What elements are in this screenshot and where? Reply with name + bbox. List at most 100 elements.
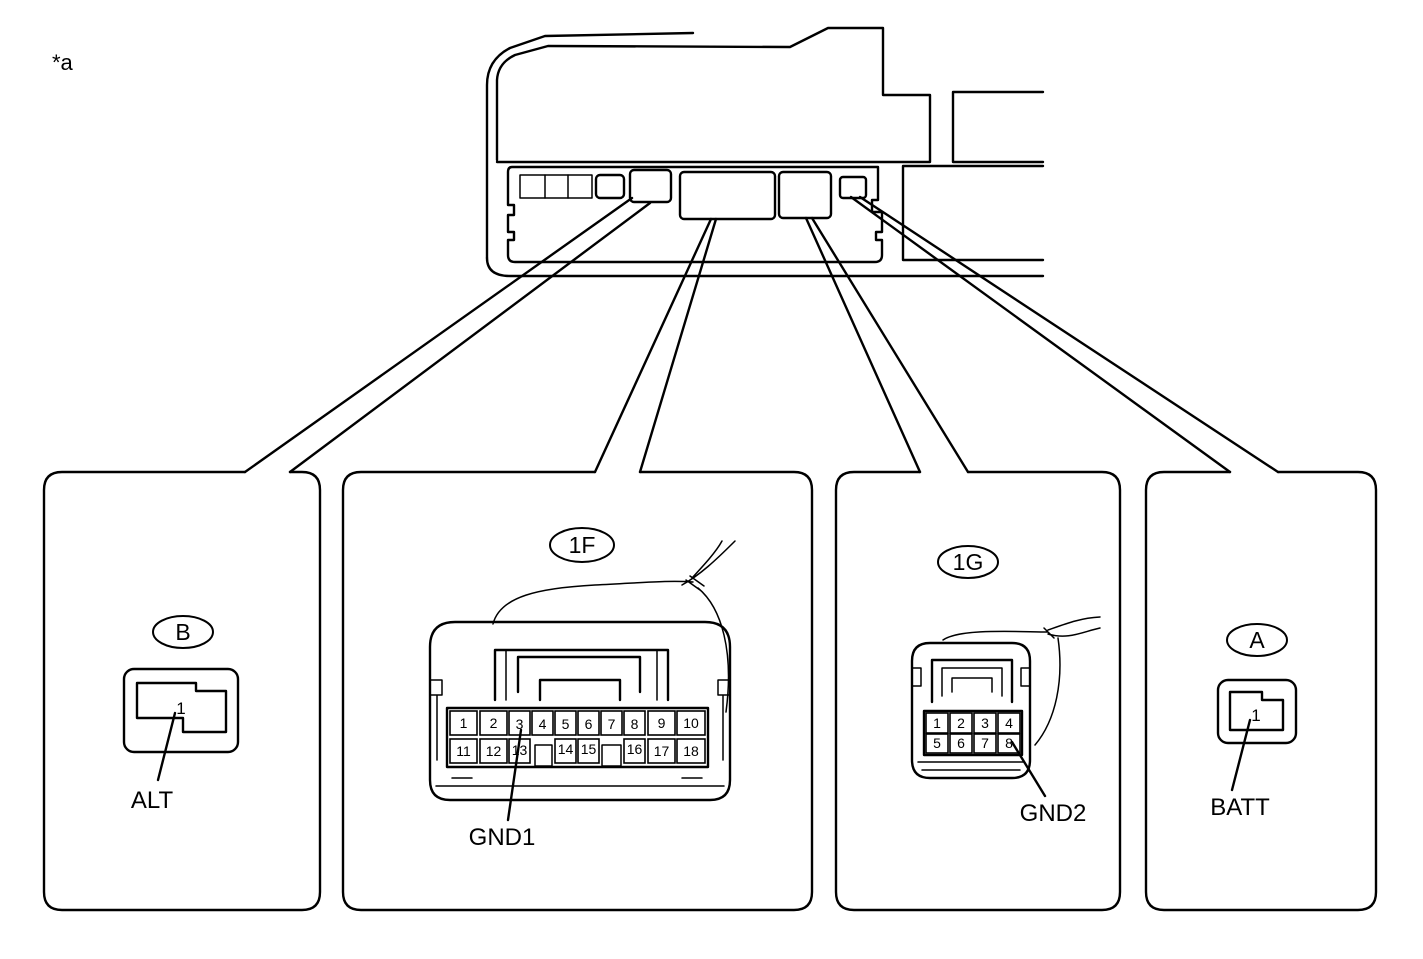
pin-number: 1 (933, 715, 941, 731)
pin-cavity (577, 710, 600, 736)
lock-latch-frame (930, 658, 1014, 704)
leader-a (849, 195, 1280, 474)
connector-code: A (1249, 627, 1265, 653)
pin-number: 3 (516, 716, 524, 732)
block-bottom-outline (485, 256, 1045, 278)
key-slot (601, 744, 622, 767)
pin-number: 12 (486, 743, 502, 759)
terminal-label: BATT (1210, 794, 1270, 821)
leader-lines (243, 195, 1280, 474)
pin-cavity (135, 681, 228, 734)
pin-cavity (623, 738, 646, 764)
block-side-panel-lower (901, 164, 1045, 262)
connector-housing (910, 641, 1032, 780)
socket-a (838, 175, 868, 200)
pin-number: 10 (683, 715, 699, 731)
pin-cavity (577, 738, 600, 764)
block-outer-outline (485, 31, 695, 260)
block-side-panel-upper (951, 90, 1045, 164)
pin-number: 14 (558, 741, 574, 757)
pin-cavity (554, 710, 577, 736)
connector-housing (428, 620, 732, 802)
lock-latch (516, 655, 642, 702)
pin-block-frame (445, 706, 710, 769)
housing-bottom-edge (917, 761, 1025, 771)
pin-cavity (949, 733, 973, 754)
pin-number: 6 (957, 735, 965, 751)
key-slot (534, 744, 553, 767)
pin-cavity (925, 712, 949, 734)
pin-cavity (973, 733, 997, 754)
connector-housing (122, 667, 240, 754)
connector-housing (1216, 678, 1298, 745)
leader-1g (804, 216, 970, 474)
pin-number: 8 (631, 716, 639, 732)
pin-number: 11 (456, 743, 471, 759)
connector-code: 1F (569, 532, 596, 558)
pin-number: 1 (176, 699, 185, 718)
terminal-label: ALT (131, 787, 174, 814)
terminal-label: GND1 (469, 824, 536, 851)
pin-number: 5 (933, 735, 941, 751)
pin-cavity (973, 712, 997, 734)
wire-harness (492, 540, 736, 713)
terminal-pointer (156, 711, 177, 782)
pin-cavity (949, 712, 973, 734)
pin-number: 6 (585, 716, 593, 732)
pin-cavity (479, 738, 508, 764)
pin-number: 2 (957, 715, 965, 731)
pin-cavity (647, 738, 676, 764)
housing-side-ribs (429, 679, 731, 761)
callout-box-1g (834, 470, 1122, 912)
pin-cavity (997, 712, 1021, 734)
callout-box-a (1144, 470, 1378, 912)
pin-number: 15 (581, 741, 597, 757)
pin-number: 4 (1005, 715, 1013, 731)
pin-number: 9 (658, 715, 666, 731)
pin-number: 3 (981, 715, 989, 731)
lock-latch-guides (505, 649, 658, 701)
connector-code-oval (937, 545, 999, 579)
socket-1g (777, 170, 833, 220)
pin-cavity (1228, 690, 1285, 732)
pin-cavity (925, 733, 949, 754)
pin-cavity (623, 710, 646, 736)
pin-number: 1 (460, 715, 468, 731)
block-inner-outline (495, 26, 932, 164)
figure-label: *a (52, 50, 74, 75)
pin-number: 18 (683, 743, 699, 759)
pin-cavity (647, 710, 676, 736)
pin-cavity (676, 710, 706, 736)
leader-b (243, 196, 652, 474)
wire-harness (942, 616, 1101, 746)
bay-cell-dividers (544, 174, 569, 199)
pin-cavity (531, 710, 554, 736)
bay-cell-group (519, 174, 593, 199)
terminal-pointer (1010, 740, 1047, 798)
pin-block-frame (922, 709, 1024, 757)
callout-box-1f (341, 470, 814, 912)
terminal-pointer (1230, 718, 1252, 792)
bay-small-socket (594, 173, 626, 200)
pin-number: 1 (1251, 706, 1260, 725)
pin-cavity (449, 738, 478, 764)
connector-code-oval (549, 527, 615, 563)
connector-b: B 1 ALT (122, 615, 240, 814)
pin-number: 17 (654, 743, 670, 759)
terminal-label: GND2 (1020, 800, 1087, 827)
connector-code: 1G (953, 549, 984, 575)
pin-number: 7 (981, 735, 989, 751)
pin-cavity (676, 738, 706, 764)
pin-cavity (600, 710, 623, 736)
pin-number: 8 (1005, 735, 1013, 751)
callout-box-b (42, 470, 322, 912)
connector-code: B (175, 619, 190, 645)
pin-number: 4 (539, 716, 547, 732)
pin-number: 7 (608, 716, 616, 732)
junction-block (485, 26, 1045, 278)
connector-1g: 1G 1 2 3 4 5 6 7 8 GND2 (910, 545, 1101, 827)
lock-latch-frame (493, 648, 670, 702)
connector-bay (506, 165, 884, 264)
housing-side-ribs (911, 667, 1031, 687)
